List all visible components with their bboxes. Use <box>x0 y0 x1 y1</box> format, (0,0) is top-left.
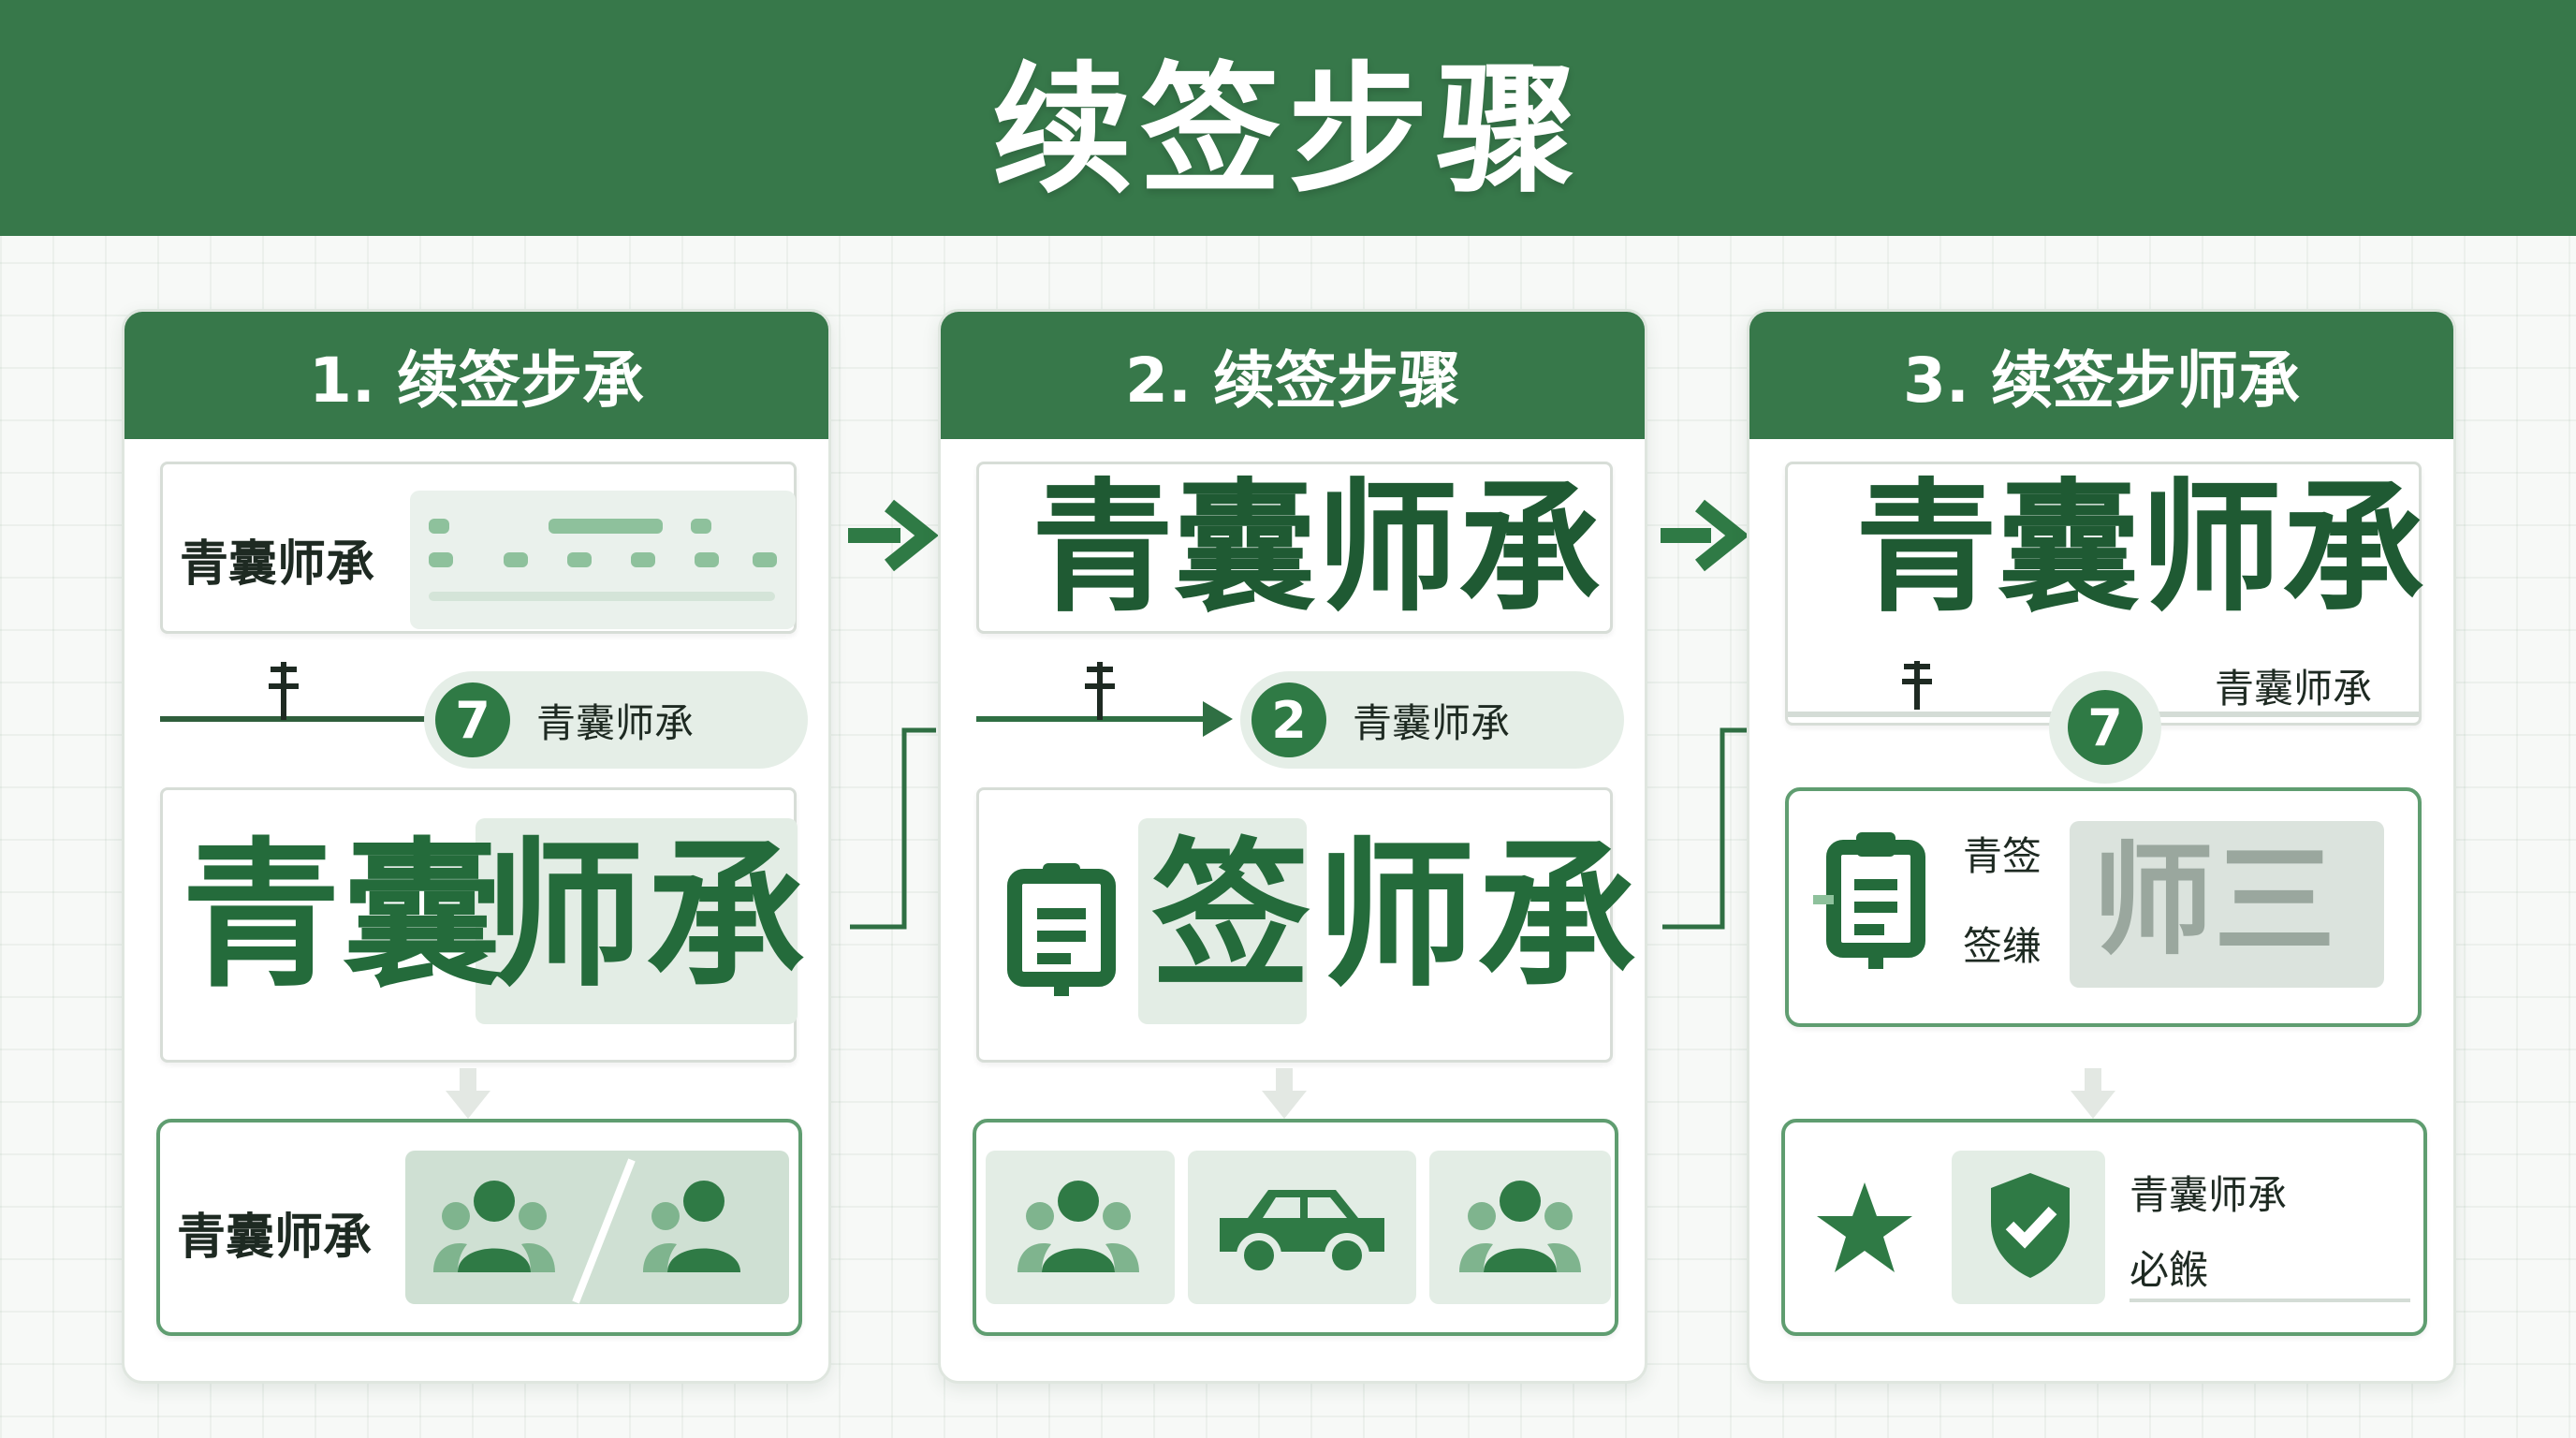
big-text-box: 青囊 师承 <box>160 787 805 1063</box>
down-arrow-icon <box>2071 1091 2115 1119</box>
step-pill: 7 青囊师承 <box>424 671 808 769</box>
top-box: 青囊师承 <box>160 462 797 634</box>
big-text-b: 师承 <box>1316 824 1639 1009</box>
clipboard-icon <box>1813 825 1935 975</box>
big-text-box: 签 师承 <box>976 787 1636 1063</box>
progress-panel <box>410 491 796 629</box>
connector-line <box>850 727 936 930</box>
step-badge: 2 <box>1251 682 1326 757</box>
blur-tile: 师三 <box>2070 821 2384 988</box>
pin-icon <box>1898 657 1936 713</box>
big-text-b: 师承 <box>485 824 808 1009</box>
step-card-2: 2. 续签步骤 青囊师承 2 青囊师承 签 师承 <box>938 309 1647 1384</box>
title-banner: 续签步骤 <box>0 0 2576 236</box>
connector-line <box>1662 727 1749 930</box>
people-icon <box>433 1175 555 1278</box>
step-card-1: 1. 续签步承 青囊师承 7 青囊师承 青囊 师承 青囊师承 <box>122 309 831 1384</box>
arrow-right-icon <box>848 499 939 572</box>
highlight-tile <box>1138 818 1307 1024</box>
big-text-a: 签 <box>1151 824 1313 1009</box>
top-text: 青囊师承 <box>1032 465 1601 631</box>
people-icon <box>643 1175 765 1278</box>
step-card-3: 3. 续签步师承 青囊师承 青囊师承 7 青签 签缣 师三 <box>1747 309 2456 1384</box>
pin-icon <box>1081 658 1119 724</box>
down-arrow-icon <box>446 1091 490 1119</box>
bottom-label-1: 青囊师承 <box>2130 1172 2288 1218</box>
divider-slash <box>566 1156 641 1306</box>
bottom-box: 青囊师承 必餱 <box>1781 1119 2427 1336</box>
top-text: 青囊师承 <box>1855 465 2424 631</box>
people-icon <box>1017 1175 1139 1278</box>
top-label: 青囊师承 <box>180 536 375 593</box>
bottom-box: 青囊师承 <box>156 1119 802 1336</box>
bottom-label: 青囊师承 <box>177 1210 373 1266</box>
star-icon <box>1813 1181 1916 1278</box>
arrow-right-icon <box>1661 499 1749 572</box>
down-arrow-icon <box>1262 1091 1307 1119</box>
step-badge: 7 <box>435 682 510 757</box>
step-badge: 7 <box>2068 690 2143 765</box>
car-icon <box>1210 1181 1394 1278</box>
step-pill: 2 青囊师承 <box>1240 671 1624 769</box>
step-header: 3. 续签步师承 <box>1749 312 2453 439</box>
page-title: 续签步骤 <box>991 49 1584 213</box>
bottom-label-2: 必餱 <box>2130 1247 2209 1293</box>
step-header: 2. 续签步骤 <box>941 312 1645 439</box>
pill-label: 青囊师承 <box>536 699 695 746</box>
bottom-box <box>973 1119 1618 1336</box>
document-icon <box>1005 858 1118 998</box>
arrow-head-icon <box>1199 697 1237 741</box>
blur-text: 师三 <box>2092 829 2336 972</box>
pill-label: 青囊师承 <box>1353 699 1511 746</box>
details-box: 青签 签缣 师三 <box>1785 787 2422 1027</box>
timeline-line <box>976 716 1210 722</box>
people-icon <box>1459 1175 1581 1278</box>
side-label-2: 签缣 <box>1963 923 2042 969</box>
top-box: 青囊师承 <box>976 462 1613 634</box>
big-text-a: 青囊 <box>182 824 505 1009</box>
shield-check-icon <box>1983 1169 2077 1282</box>
right-label: 青囊师承 <box>2215 666 2373 712</box>
pin-icon <box>265 658 302 724</box>
timeline-line <box>160 716 432 722</box>
highlight-tile <box>476 818 798 1024</box>
side-label-1: 青签 <box>1963 833 2042 879</box>
step-header: 1. 续签步承 <box>124 312 828 439</box>
icon-tile <box>405 1151 789 1304</box>
